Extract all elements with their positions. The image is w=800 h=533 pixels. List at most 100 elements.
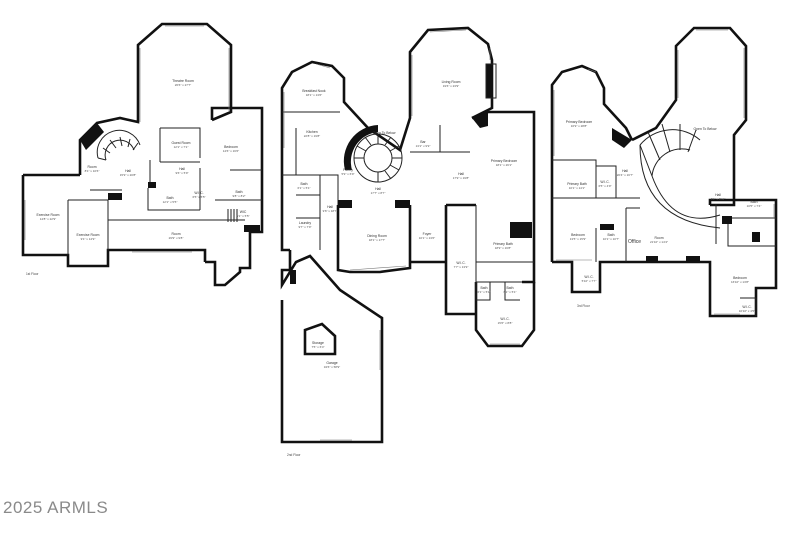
room-name-label: W.I.C. — [584, 275, 593, 279]
room-name-label: Hall — [327, 205, 333, 209]
room-dimensions-label: 5'9" x 6'9" — [341, 172, 354, 176]
room-dimensions-label: 13'5" x 15'9" — [570, 237, 586, 241]
floor-label-1st: 1st Floor — [26, 272, 39, 276]
room-name-label: Primary Bath — [493, 242, 513, 246]
room-dimensions-label: 6'1" x 5'1" — [503, 290, 516, 294]
room-dimensions-label: 34'6" x 58'9" — [324, 365, 340, 369]
room-name-label: Bath — [481, 286, 488, 290]
room-dimensions-label: 6'1" x 5'1" — [477, 290, 490, 294]
room-dimensions-label: 22'8" x 19'8" — [304, 134, 320, 138]
room-dimensions-label: 14'8" x 22'9" — [40, 217, 56, 221]
office-label: Office — [628, 239, 641, 245]
room-dimensions-label: 6'5" x 4'9" — [598, 184, 611, 188]
room-dimensions-label: 10'1" x 13'6" — [419, 236, 435, 240]
room-name-label: W.I.C. — [194, 191, 203, 195]
room-name-label: Living Room — [442, 80, 461, 84]
room-dimensions-label: 10'5" x 7'4" — [747, 204, 762, 208]
room-name-label: W.I.C. — [500, 317, 509, 321]
room-dimensions-label: 8'1" x 9'11" — [711, 197, 726, 201]
room-name-label: WIC — [240, 210, 247, 214]
room-dimensions-label: 18'9" x 16'8" — [495, 246, 511, 250]
room-dimensions-label: 7'5" x 6'4" — [311, 345, 324, 349]
floor-label-2nd: 2nd Floor — [287, 453, 301, 457]
room-dimensions-label: 17'7" x 8'7" — [371, 191, 386, 195]
room-dimensions-label: 6'1" x 5'1" — [297, 186, 310, 190]
room-dimensions-label: 26'6" x 27'7" — [175, 83, 191, 87]
room-dimensions-label: 9'6" x 18'7" — [323, 209, 338, 213]
room-name-label: Room — [87, 165, 96, 169]
room-name-label: Bath — [608, 233, 615, 237]
room-name-label: Primary Bedroom — [566, 120, 593, 124]
room-dimensions-label: 20'4" x 16'7" — [617, 173, 633, 177]
room-dimensions-label: 29'9" x 9'8" — [169, 236, 184, 240]
room-name-label: Kitchen — [306, 130, 317, 134]
room-dimensions-label: 5'10" x 7'7" — [582, 279, 597, 283]
room-dimensions-label: 18'1" x 26'1" — [496, 163, 512, 167]
room-name-label: Hall — [715, 193, 721, 197]
room-name-label: Laundry — [299, 221, 312, 225]
room-dimensions-label: 14'6" x 16'6" — [223, 149, 239, 153]
room-dimensions-label: 19'6" x 23'9" — [443, 84, 459, 88]
room-dimensions-label: 12'1" x 7'1" — [174, 145, 189, 149]
room-name-label: Exercise Room — [37, 213, 60, 217]
room-name-label: Bar — [420, 140, 426, 144]
room-dimensions-label: 17'9" x 19'8" — [453, 176, 469, 180]
room-dimensions-label: 15'6" x 8'8" — [498, 321, 513, 325]
room-name-label: Bath — [751, 200, 758, 204]
room-dimensions-label: 10'10" x 4'5" — [739, 309, 755, 313]
second-floor-plan — [280, 26, 536, 444]
room-dimensions-label: 10'1" x 14'1" — [569, 186, 585, 190]
room-name-label: Hall — [622, 169, 628, 173]
room-name-label: Bedroom — [733, 276, 747, 280]
room-name-label: Bedroom — [224, 145, 238, 149]
floor-label-3rd: 3rd Floor — [577, 304, 591, 308]
room-name-label: Exercise Room — [77, 233, 100, 237]
room-name-label: Dining Room — [367, 234, 387, 238]
room-name-label: Hall — [458, 172, 464, 176]
room-name-label: Bath — [236, 190, 243, 194]
third-floor-plan — [550, 26, 778, 318]
room-dimensions-label: 6'1" x 5'5" — [236, 214, 249, 218]
room-name-label: W.I.C. — [742, 305, 751, 309]
room-name-label: W.I.C. — [600, 180, 609, 184]
room-name-label: Bath — [167, 196, 174, 200]
room-name-label: Foyer — [423, 232, 433, 236]
room-name-label: Bath — [507, 286, 514, 290]
room-name-label: Hall — [179, 167, 185, 171]
room-dimensions-label: 7'7" x 13'9" — [454, 265, 469, 269]
room-dimensions-label: 13'1" x 9'9" — [416, 144, 431, 148]
room-dimensions-label: 15'9" x 20'8" — [120, 173, 136, 177]
room-name-label: Open To Below — [694, 127, 717, 131]
room-name-label: Guest Room — [171, 141, 190, 145]
room-dimensions-label: 16'9" x 28'8" — [571, 124, 587, 128]
room-dimensions-label: 6'5" x 5'5" — [192, 195, 205, 199]
room-name-label: Storage — [312, 341, 324, 345]
room-name-label: Theatre Room — [172, 79, 194, 83]
room-dimensions-label: 16'10" x 13'8" — [731, 280, 749, 284]
room-dimensions-label: 8'1" x 10'6" — [85, 169, 100, 173]
room-name-label: Primary Bedroom — [491, 159, 518, 163]
room-dimensions-label: 12'1" x 5'5" — [163, 200, 178, 204]
room-name-label: Room — [171, 232, 180, 236]
room-dimensions-label: 9'7" x 7'9" — [298, 225, 311, 229]
first-floor-plan — [21, 22, 264, 287]
room-dimensions-label: 21'10" x 14'4" — [650, 240, 668, 244]
room-name-label: Room — [654, 236, 663, 240]
room-dimensions-label: 9'6" x 5'9" — [175, 171, 188, 175]
room-name-label: W.I.C. — [456, 261, 465, 265]
room-name-label: Hall — [125, 169, 131, 173]
room-name-label: Open To Below — [373, 131, 396, 135]
room-dimensions-label: 9'1" x 14'9" — [81, 237, 96, 241]
room-name-label: Bath — [301, 182, 308, 186]
room-name-label: Pantry — [343, 168, 353, 172]
room-name-label: Bedroom — [571, 233, 585, 237]
room-dimensions-label: 10'1" x 10'7" — [603, 237, 619, 241]
room-dimensions-label: 18'1" x 13'6" — [306, 93, 322, 97]
room-name-label: Garage — [326, 361, 337, 365]
room-name-label: Primary Bath — [567, 182, 587, 186]
watermark: 2025 ARMLS — [3, 498, 109, 517]
room-dimensions-label: 9'8" x 8'2" — [232, 194, 245, 198]
room-name-label: Breakfast Nook — [302, 89, 325, 93]
